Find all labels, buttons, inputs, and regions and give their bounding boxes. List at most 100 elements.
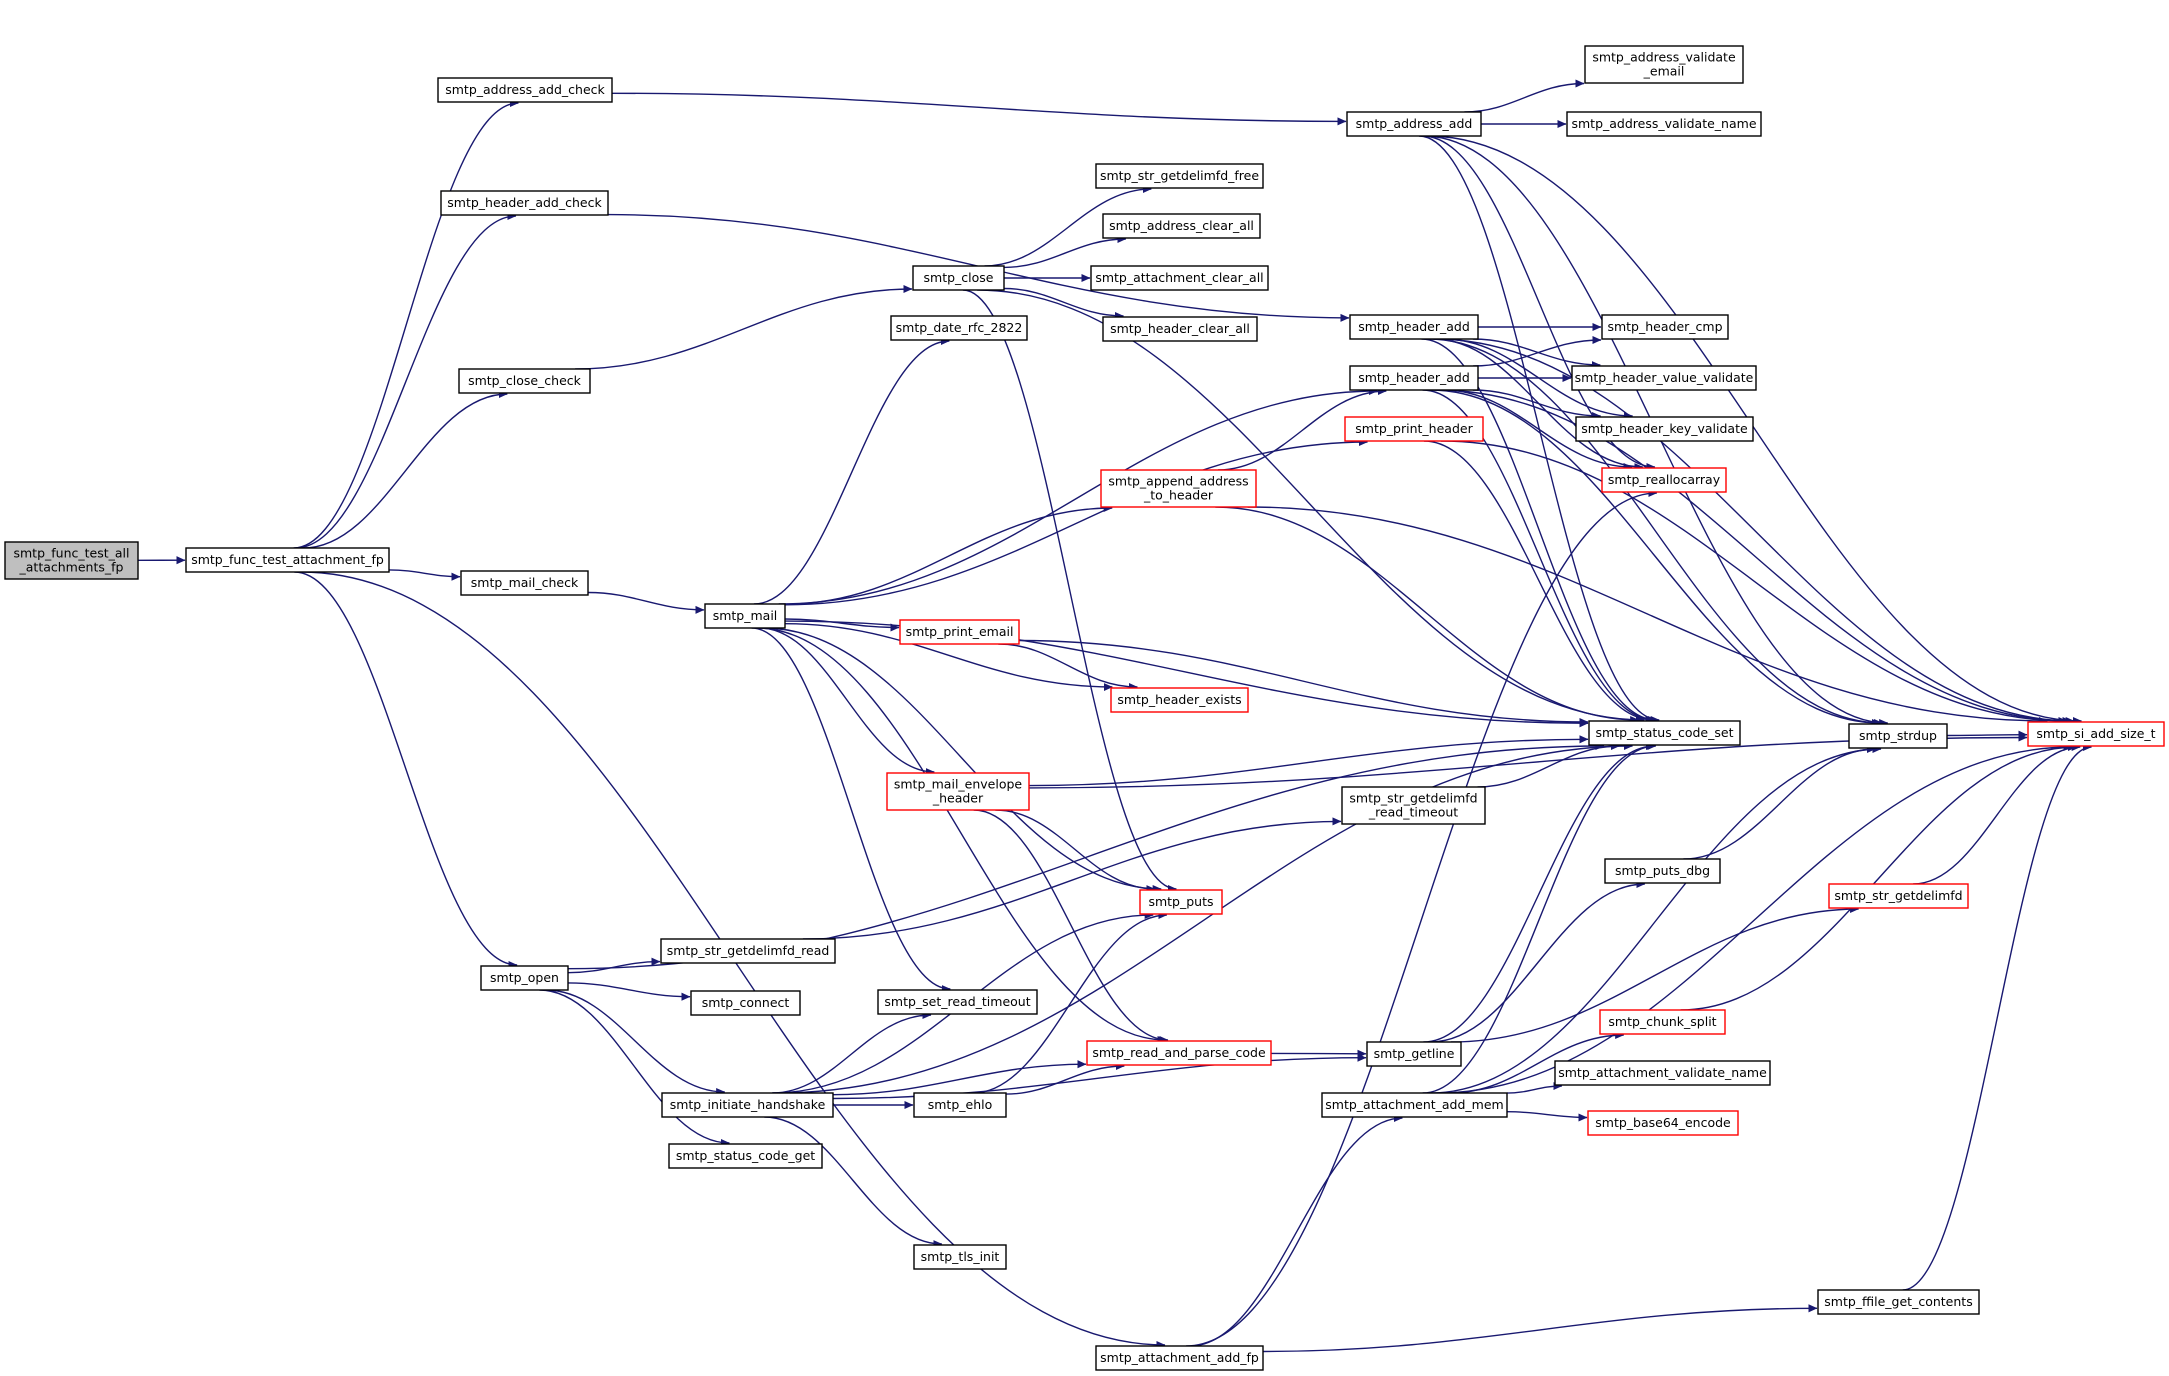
node-tls-init[interactable]: smtp_tls_init bbox=[913, 1244, 1007, 1270]
node-box bbox=[1095, 163, 1264, 189]
edge-mail-to-append-address-to-header bbox=[784, 503, 1113, 605]
node-label: smtp_ffile_get_contents bbox=[1824, 1294, 1972, 1309]
node-label: smtp_header_clear_all bbox=[1110, 321, 1250, 336]
node-print-header[interactable]: smtp_print_header bbox=[1344, 416, 1484, 442]
edge-getline-to-puts-dbg bbox=[1430, 879, 1646, 1043]
node-header-exists[interactable]: smtp_header_exists bbox=[1110, 687, 1249, 713]
node-status-code-set[interactable]: smtp_status_code_set bbox=[1588, 720, 1741, 746]
node-address-clear-all[interactable]: smtp_address_clear_all bbox=[1102, 213, 1261, 239]
node-read-and-parse-code[interactable]: smtp_read_and_parse_code bbox=[1086, 1040, 1272, 1066]
edge-attachment-add-mem-to-base64-encode bbox=[1506, 1111, 1588, 1122]
edge-chunk-split-to-si-add-size-t bbox=[1680, 742, 2077, 1011]
node-getline[interactable]: smtp_getline bbox=[1366, 1041, 1462, 1067]
edge-mail-to-date-rfc-2822 bbox=[753, 336, 950, 605]
node-label: smtp_print_email bbox=[906, 624, 1014, 639]
edge-address-add-to-reallocarray bbox=[1422, 135, 1656, 472]
node-mail-check[interactable]: smtp_mail_check bbox=[460, 570, 589, 596]
node-box bbox=[704, 603, 786, 629]
node-header-add-b[interactable]: smtp_header_add bbox=[1349, 365, 1479, 391]
node-header-cmp[interactable]: smtp_header_cmp bbox=[1601, 314, 1729, 340]
node-connect[interactable]: smtp_connect bbox=[690, 990, 801, 1016]
edge-attachment-add-mem-to-strdup bbox=[1430, 744, 1882, 1094]
node-address-validate-name[interactable]: smtp_address_validate_name bbox=[1566, 111, 1762, 137]
node-label: smtp_set_read_timeout bbox=[884, 994, 1030, 1009]
node-strdup[interactable]: smtp_strdup bbox=[1848, 723, 1948, 749]
node-puts[interactable]: smtp_puts bbox=[1139, 889, 1223, 915]
edge-attachment-add-fp-to-attachment-add-mem bbox=[1190, 1113, 1403, 1347]
node-chunk-split[interactable]: smtp_chunk_split bbox=[1599, 1009, 1726, 1035]
node-box bbox=[877, 989, 1038, 1015]
node-header-value-validate[interactable]: smtp_header_value_validate bbox=[1571, 365, 1757, 391]
node-ffile-get-contents[interactable]: smtp_ffile_get_contents bbox=[1817, 1289, 1980, 1315]
node-label: smtp_open bbox=[490, 970, 559, 985]
node-str-getdelimfd-read-timeout[interactable]: smtp_str_getdelimfd_read_timeout bbox=[1341, 786, 1486, 825]
node-box bbox=[1817, 1289, 1980, 1315]
node-box bbox=[4, 541, 139, 580]
node-box bbox=[1584, 45, 1744, 84]
node-initiate-handshake[interactable]: smtp_initiate_handshake bbox=[661, 1092, 834, 1118]
node-reallocarray[interactable]: smtp_reallocarray bbox=[1601, 467, 1727, 493]
node-attachment-clear-all[interactable]: smtp_attachment_clear_all bbox=[1090, 265, 1269, 291]
node-label: smtp_attachment_add_fp bbox=[1100, 1350, 1259, 1365]
node-ehlo[interactable]: smtp_ehlo bbox=[913, 1092, 1007, 1118]
node-header-add-a[interactable]: smtp_header_add bbox=[1349, 314, 1479, 340]
node-box bbox=[1848, 723, 1948, 749]
edge-attachment-add-mem-to-attachment-validate-name bbox=[1506, 1081, 1563, 1094]
node-box bbox=[1554, 1060, 1771, 1086]
node-test-attachment-fp[interactable]: smtp_func_test_attachment_fp bbox=[185, 547, 390, 573]
node-box bbox=[668, 1143, 823, 1169]
edge-header-add-b-to-si-add-size-t bbox=[1436, 389, 2072, 726]
node-str-getdelimfd-read[interactable]: smtp_str_getdelimfd_read bbox=[660, 938, 836, 964]
edge-open-to-initiate-handshake bbox=[545, 989, 726, 1097]
edge-str-getdelimfd-read-timeout-to-status-code-set bbox=[1477, 741, 1620, 788]
node-box bbox=[913, 1244, 1007, 1270]
node-label: smtp_read_and_parse_code bbox=[1092, 1045, 1266, 1060]
node-address-add[interactable]: smtp_address_add bbox=[1346, 111, 1482, 137]
node-label: smtp_initiate_handshake bbox=[670, 1097, 826, 1112]
node-str-getdelimfd-free[interactable]: smtp_str_getdelimfd_free bbox=[1095, 163, 1264, 189]
node-header-clear-all[interactable]: smtp_header_clear_all bbox=[1102, 316, 1258, 342]
node-close[interactable]: smtp_close bbox=[912, 265, 1005, 291]
node-puts-dbg[interactable]: smtp_puts_dbg bbox=[1604, 858, 1721, 884]
node-attachment-add-mem[interactable]: smtp_attachment_add_mem bbox=[1321, 1092, 1508, 1118]
edge-attachment-add-fp-to-reallocarray bbox=[1186, 488, 1658, 1347]
node-address-validate-email[interactable]: smtp_address_validate_email bbox=[1584, 45, 1744, 84]
edge-open-to-status-code-get bbox=[539, 989, 730, 1148]
node-label: smtp_str_getdelimfd_free bbox=[1100, 168, 1259, 183]
edge-str-getdelimfd-read-to-str-getdelimfd-read-timeout bbox=[802, 817, 1342, 940]
node-label: smtp_str_getdelimfd_read bbox=[667, 943, 830, 958]
node-label: smtp_puts_dbg bbox=[1615, 863, 1710, 878]
node-label: smtp_ehlo bbox=[928, 1097, 993, 1112]
node-root[interactable]: smtp_func_test_all_attachments_fp bbox=[4, 541, 139, 580]
node-attachment-add-fp[interactable]: smtp_attachment_add_fp bbox=[1095, 1345, 1264, 1371]
node-print-email[interactable]: smtp_print_email bbox=[899, 619, 1020, 645]
node-open[interactable]: smtp_open bbox=[480, 965, 569, 991]
edge-open-to-str-getdelimfd-read bbox=[567, 957, 661, 974]
node-box bbox=[661, 1092, 834, 1118]
node-mail-envelope-header[interactable]: smtp_mail_envelope_header bbox=[886, 772, 1030, 811]
node-date-rfc-2822[interactable]: smtp_date_rfc_2822 bbox=[890, 315, 1028, 341]
node-close-check[interactable]: smtp_close_check bbox=[458, 368, 591, 394]
node-label: smtp_address_validate bbox=[1592, 50, 1736, 65]
node-label: smtp_address_add bbox=[1356, 116, 1473, 131]
edge-mail-to-header-add-b bbox=[778, 386, 1378, 605]
edge-initiate-handshake-to-tls-init bbox=[764, 1116, 943, 1249]
node-header-add-check[interactable]: smtp_header_add_check bbox=[440, 190, 609, 216]
node-attachment-validate-name[interactable]: smtp_attachment_validate_name bbox=[1554, 1060, 1771, 1086]
node-mail[interactable]: smtp_mail bbox=[704, 603, 786, 629]
node-set-read-timeout[interactable]: smtp_set_read_timeout bbox=[877, 989, 1038, 1015]
node-append-address-to-header[interactable]: smtp_append_address_to_header bbox=[1100, 469, 1257, 508]
node-si-add-size-t[interactable]: smtp_si_add_size_t bbox=[2027, 721, 2165, 747]
node-box bbox=[1321, 1092, 1508, 1118]
node-str-getdelimfd[interactable]: smtp_str_getdelimfd bbox=[1828, 883, 1969, 909]
node-header-key-validate[interactable]: smtp_header_key_validate bbox=[1575, 416, 1754, 442]
node-status-code-get[interactable]: smtp_status_code_get bbox=[668, 1143, 823, 1169]
node-base64-encode[interactable]: smtp_base64_encode bbox=[1587, 1110, 1739, 1136]
node-label: smtp_address_clear_all bbox=[1109, 218, 1254, 233]
node-box bbox=[1588, 720, 1741, 746]
node-label: smtp_strdup bbox=[1859, 728, 1937, 743]
node-address-add-check[interactable]: smtp_address_add_check bbox=[437, 77, 613, 103]
node-box bbox=[1566, 111, 1762, 137]
node-box bbox=[1095, 1345, 1264, 1371]
